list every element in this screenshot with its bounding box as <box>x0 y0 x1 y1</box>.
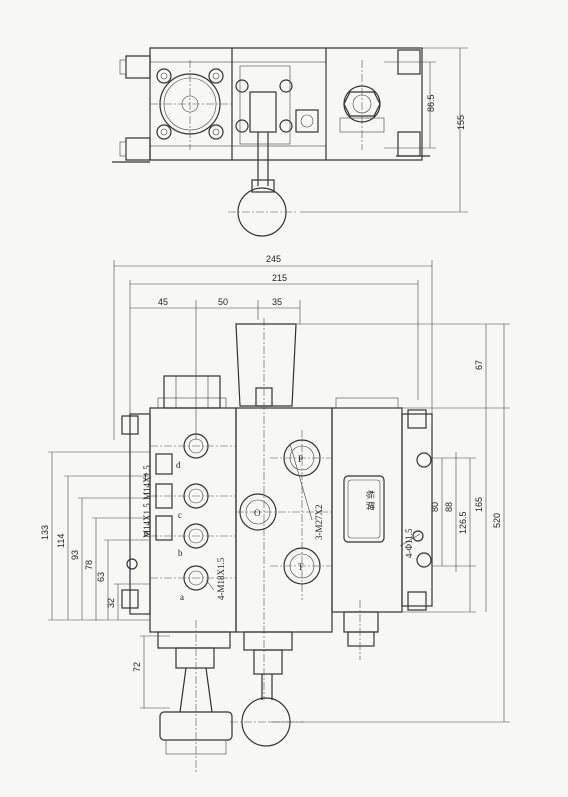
top-body-outline <box>149 47 423 161</box>
svg-text:165: 165 <box>474 497 484 512</box>
front-view: 245 215 45 50 35 <box>40 254 510 772</box>
dim-215: 215 <box>129 273 419 420</box>
svg-text:88: 88 <box>444 502 454 512</box>
top-flange-upper <box>125 55 151 79</box>
left-dims: 133 114 93 78 63 32 72 <box>40 451 170 709</box>
front-right-flange <box>401 413 433 607</box>
front-bottom-cap-left <box>157 631 231 649</box>
svg-text:67: 67 <box>474 360 484 370</box>
front-left-flange <box>129 413 151 615</box>
svg-text:215: 215 <box>272 273 287 283</box>
svg-text:35: 35 <box>272 297 282 307</box>
port-letter-a: a <box>180 592 184 602</box>
top-lever-bracket <box>249 91 277 133</box>
dim-245: 245 <box>113 254 433 440</box>
port-letter-b: b <box>178 548 183 558</box>
name-plate-text: 标 牌 <box>365 490 376 510</box>
port-letter-f: f <box>144 472 147 482</box>
left-ports <box>126 433 236 591</box>
top-flange-lower <box>125 137 151 161</box>
top-flange-right-lower <box>397 131 421 157</box>
port-letter-o: O <box>254 508 261 518</box>
svg-text:78: 78 <box>84 560 94 570</box>
callout-m27: 3-M27X2 <box>314 505 324 541</box>
svg-text:93: 93 <box>70 550 80 560</box>
port-letter-e: e <box>144 528 148 538</box>
svg-text:133: 133 <box>40 525 50 540</box>
right-dims: 67 80 88 126.5 165 520 <box>270 323 510 723</box>
port-letter-d: d <box>176 460 181 470</box>
svg-text:80: 80 <box>430 502 440 512</box>
svg-text:72: 72 <box>132 662 142 672</box>
svg-text:520: 520 <box>492 513 502 528</box>
callout-m18: 4-M18X1.5 <box>216 557 226 600</box>
dim-45-50-35: 45 50 35 <box>130 297 301 440</box>
middle-ports <box>236 430 332 600</box>
svg-text:114: 114 <box>56 534 66 548</box>
svg-text:32: 32 <box>106 598 116 608</box>
top-view: 86.5 155 <box>112 47 468 237</box>
svg-text:50: 50 <box>218 297 228 307</box>
svg-text:45: 45 <box>158 297 168 307</box>
port-letter-p: P <box>298 454 303 464</box>
name-plate <box>343 475 385 543</box>
port-letter-c: c <box>178 510 182 520</box>
dim-86-5: 86.5 <box>384 61 436 149</box>
svg-text:245: 245 <box>266 254 281 264</box>
svg-text:155: 155 <box>456 115 466 130</box>
port-letter-t: T <box>298 562 304 572</box>
front-hex-cap <box>163 375 221 409</box>
callout-m14-f: M14X1.5 <box>142 465 152 500</box>
svg-text:63: 63 <box>96 572 106 582</box>
dim-155: 155 <box>300 47 468 213</box>
front-spool-cap <box>235 323 297 407</box>
svg-text:86.5: 86.5 <box>426 94 436 112</box>
callout-m14-e: M14X1.5 <box>142 503 152 538</box>
svg-text:126.5: 126.5 <box>458 511 468 534</box>
callout-hole: 4-Φ11.5 <box>404 528 414 558</box>
